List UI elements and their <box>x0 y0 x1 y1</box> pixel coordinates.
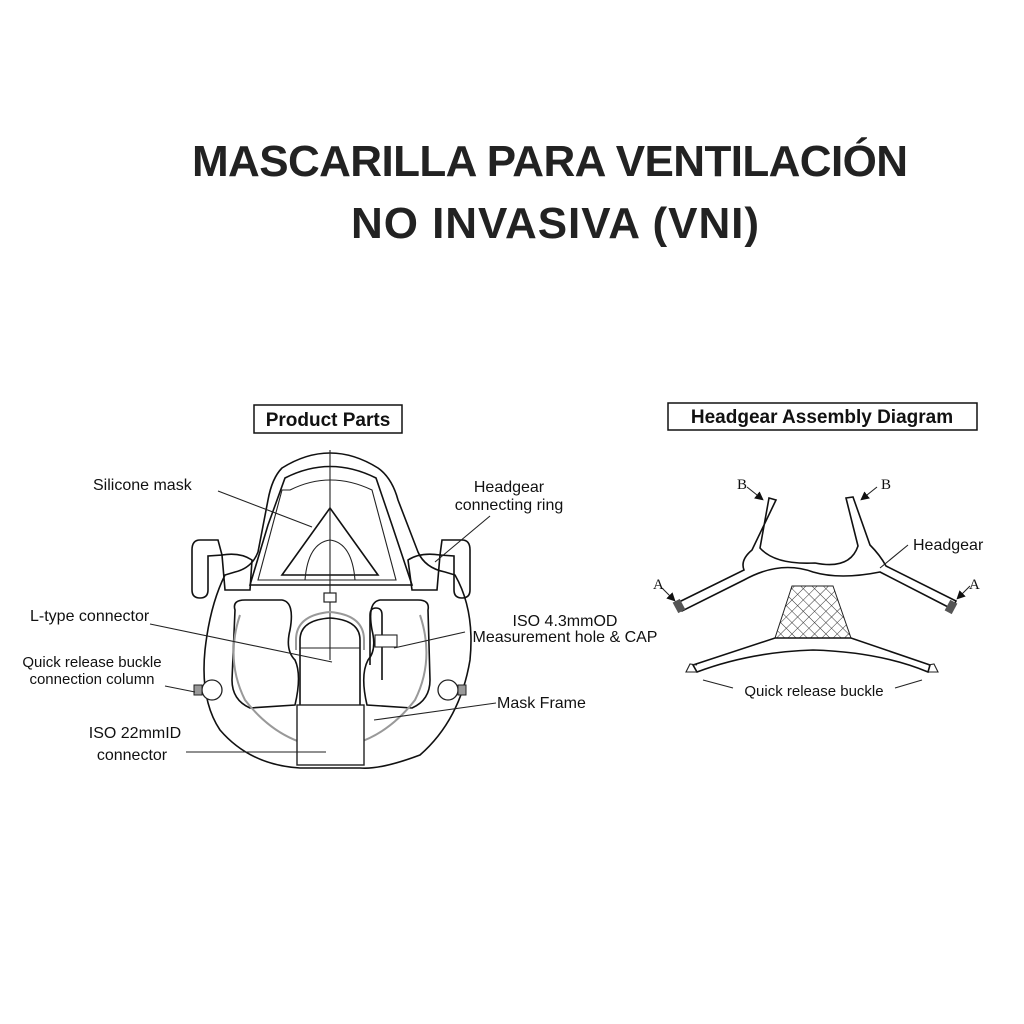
headgear-drawing <box>661 486 971 689</box>
label-iso-connector-1: ISO 22mmID <box>89 725 181 742</box>
mask-drawing <box>191 450 472 770</box>
label-headgear: Headgear <box>913 537 984 554</box>
label-headgear-ring-1: Headgear <box>474 479 545 496</box>
product-parts-heading: Product Parts <box>266 410 391 431</box>
label-b-right: B <box>881 477 891 493</box>
headgear-assembly-diagram: Headgear Assembly Diagram B B A A Headge… <box>653 402 984 700</box>
label-iso-hole-1: ISO 4.3mmOD <box>513 613 618 630</box>
headgear-heading: Headgear Assembly Diagram <box>691 407 953 428</box>
label-buckle-column-2: connection column <box>29 671 154 688</box>
title-line-1: MASCARILLA PARA VENTILACIÓN <box>192 136 908 186</box>
title-line-2: NO INVASIVA (VNI) <box>351 199 759 248</box>
label-mask-frame: Mask Frame <box>497 695 586 712</box>
label-a-right: A <box>969 577 980 593</box>
headgear-heading-box <box>667 402 978 431</box>
label-headgear-ring-2: connecting ring <box>455 497 564 514</box>
product-parts-heading-box <box>253 404 403 434</box>
product-parts-diagram: Product Parts <box>22 404 658 770</box>
label-b-left: B <box>737 477 747 493</box>
label-quick-release-buckle: Quick release buckle <box>744 683 883 700</box>
label-iso-connector-2: connector <box>97 747 168 764</box>
label-l-type-connector: L-type connector <box>30 608 150 625</box>
label-iso-hole-2: Measurement hole & CAP <box>473 629 658 646</box>
label-buckle-column-1: Quick release buckle <box>22 654 161 671</box>
label-silicone-mask: Silicone mask <box>93 477 193 494</box>
label-a-left: A <box>653 577 664 593</box>
